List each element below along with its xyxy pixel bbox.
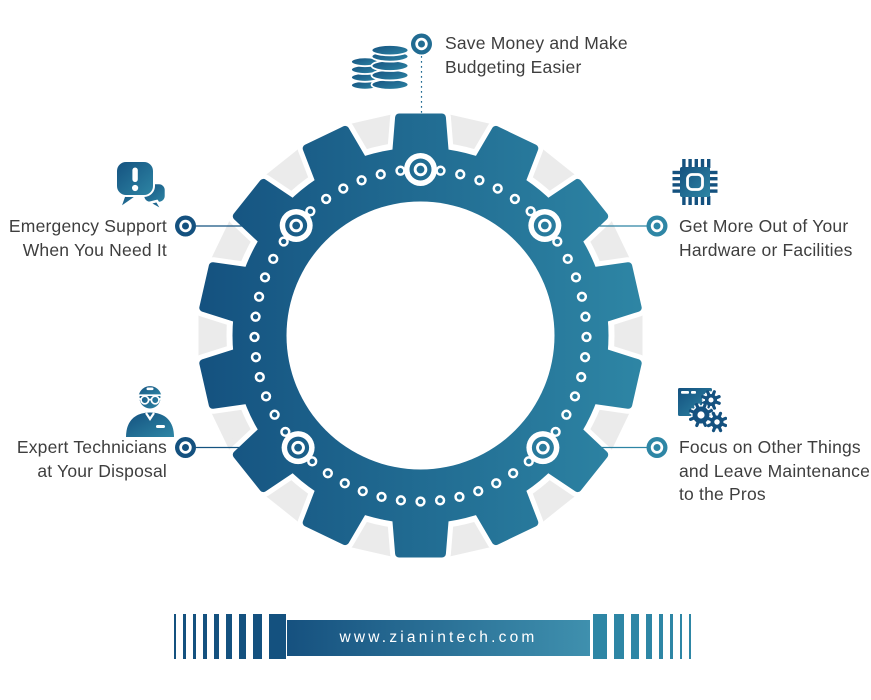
website-banner: www.zianintech.com xyxy=(287,620,590,656)
technician-icon xyxy=(126,385,174,437)
barcode-bar xyxy=(689,614,691,659)
coins-icon xyxy=(351,44,409,91)
benefit-line: Expert Technicians xyxy=(16,437,167,457)
benefit-line: Hardware or Facilities xyxy=(679,239,853,260)
benefit-line: Budgeting Easier xyxy=(445,56,582,77)
benefit-line: Save Money and Make xyxy=(445,33,628,53)
benefit-emergency: Emergency Support When You Need It xyxy=(9,215,167,262)
barcode-bar xyxy=(269,614,286,659)
barcode-bar xyxy=(183,614,186,659)
barcode-stripes-right xyxy=(593,614,691,659)
benefit-line: and Leave Maintenance xyxy=(679,460,871,481)
connector-layer xyxy=(175,33,668,465)
website-url: www.zianintech.com xyxy=(339,629,538,646)
barcode-stripes-left xyxy=(174,614,286,659)
benefit-save-money: Save Money and Make Budgeting Easier xyxy=(445,32,628,79)
barcode-bar xyxy=(174,614,176,659)
dot-ring xyxy=(249,165,592,507)
barcode-bar xyxy=(631,614,639,659)
benefit-line: at Your Disposal xyxy=(37,460,167,481)
cpu-chip-icon xyxy=(672,159,718,205)
benefit-line: Emergency Support xyxy=(8,216,167,236)
benefit-line: When You Need It xyxy=(22,239,167,260)
barcode-bar xyxy=(226,614,232,659)
benefit-maintenance: Focus on Other Things and Leave Maintena… xyxy=(679,436,870,507)
barcode-bar xyxy=(659,614,663,659)
benefit-line: Get More Out of Your xyxy=(679,216,849,236)
benefit-line: to the Pros xyxy=(679,484,766,504)
barcode-bar xyxy=(670,614,673,659)
barcode-bar xyxy=(614,614,624,659)
barcode-bar xyxy=(593,614,607,659)
chat-front-bubble xyxy=(115,160,155,211)
barcode-bar xyxy=(193,614,196,659)
maintenance-window-gears-icon xyxy=(678,388,727,433)
barcode-bar xyxy=(646,614,652,659)
barcode-bar xyxy=(239,614,246,659)
barcode-bar xyxy=(680,614,682,659)
barcode-bar xyxy=(214,614,219,659)
benefit-line: Focus on Other Things xyxy=(679,437,861,457)
barcode-bar xyxy=(203,614,207,659)
benefit-hardware: Get More Out of Your Hardware or Facilit… xyxy=(679,215,853,262)
emergency-chat-icon xyxy=(115,160,168,213)
benefit-technicians: Expert Technicians at Your Disposal xyxy=(17,436,167,483)
blue-gear xyxy=(199,113,642,558)
barcode-bar xyxy=(253,614,262,659)
